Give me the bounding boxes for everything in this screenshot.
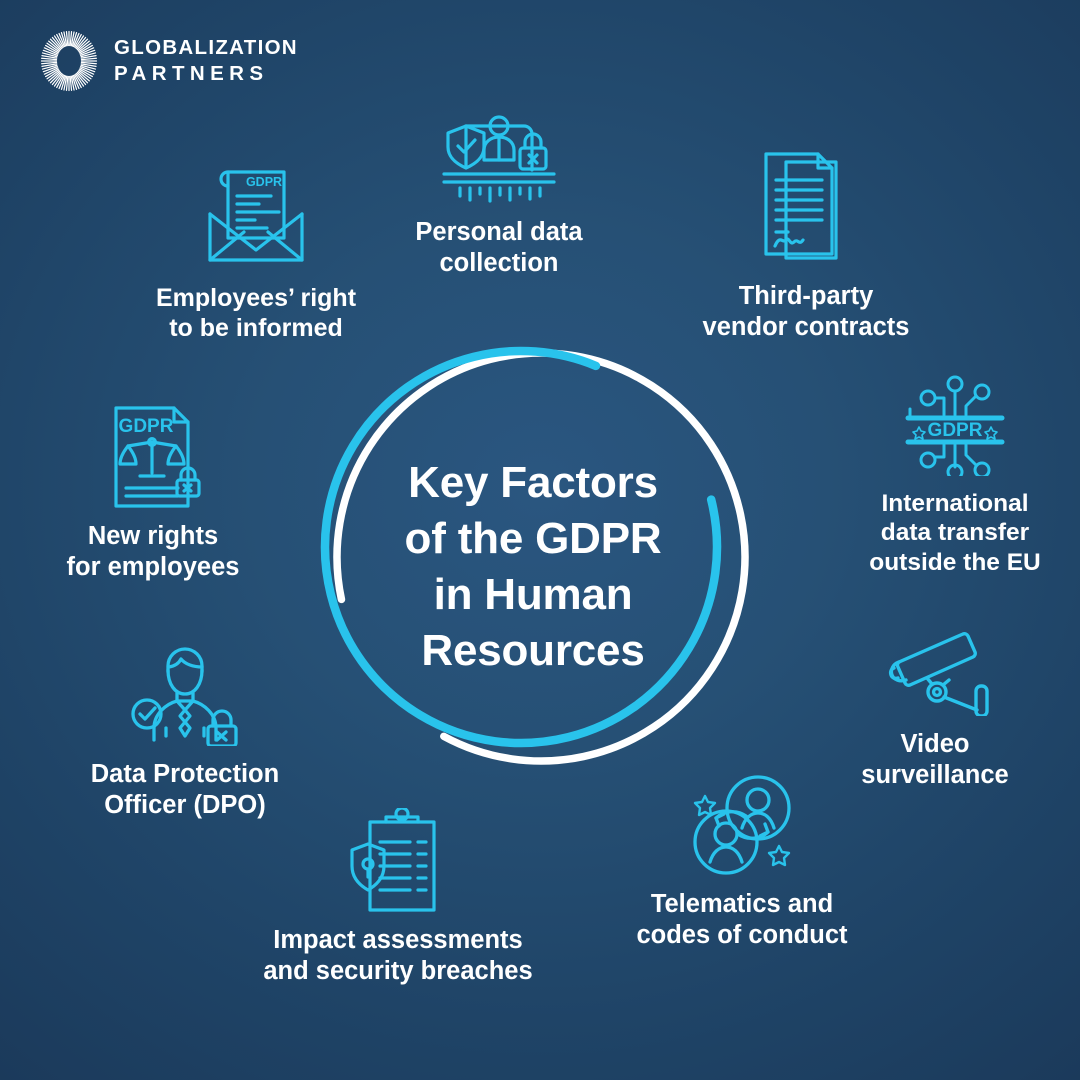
center-ring-arcs [320,346,749,765]
label-line-2: collection [439,248,559,277]
svg-text:GDPR: GDPR [928,420,983,441]
label-line-2: for employees [66,552,240,581]
label-line-2: codes of conduct [636,920,848,949]
officer-person-check-lock-icon [130,636,240,751]
node-label: Personal data collection [415,217,582,278]
brand-logo: GLOBALIZATION PARTNERS [38,30,298,92]
node-label: International data transfer outside the … [869,489,1041,577]
label-line-1: Video [900,730,970,758]
label-line-2: to be informed [169,314,343,342]
brand-wordmark: GLOBALIZATION PARTNERS [114,36,298,85]
title-line-3: in Human [433,569,633,619]
clipboard-checklist-shield-lock-icon [350,806,446,917]
envelope-gdpr-document-icon: GDPR [204,158,308,275]
label-line-1: Data Protection [90,760,280,788]
label-line-1: Personal data [415,218,583,246]
node-label: Impact assessments and security breaches [263,925,532,986]
node-data-protection-officer[interactable]: Data Protection Officer (DPO) [38,636,332,820]
brand-line-2: PARTNERS [114,61,269,85]
node-new-rights-for-employees[interactable]: GDPR New rights for employees [28,402,278,582]
node-international-data-transfer[interactable]: GDPR International data transfer outside… [836,372,1074,577]
page-title: Key Factors of the GDPR in Human Resourc… [313,455,753,679]
label-line-1: International [881,490,1029,517]
node-video-surveillance[interactable]: Video surveillance [842,628,1028,790]
label-line-1: Employees’ right [155,284,357,312]
node-personal-data-collection[interactable]: Personal data collection [368,104,630,278]
shield-person-lock-data-icon [440,104,558,209]
svg-text:GDPR: GDPR [119,416,174,437]
two-people-exchange-stars-icon [686,772,798,881]
node-impact-assessments-security-breaches[interactable]: Impact assessments and security breaches [230,806,566,986]
gdpr-document-scales-lock-icon: GDPR [102,402,204,513]
label-line-2: Officer (DPO) [104,790,266,819]
label-line-2: surveillance [861,760,1009,789]
label-line-2: data transfer [880,519,1030,547]
gdpr-circuit-network-icon: GDPR [902,372,1008,481]
label-line-1: New rights [87,522,219,550]
label-line-3: outside the EU [869,548,1041,576]
node-label: Telematics and codes of conduct [636,889,847,950]
node-employees-right-to-be-informed[interactable]: GDPR Employees’ right to be informed [116,158,396,343]
title-line-2: of the GDPR [404,513,662,563]
label-line-2: vendor contracts [702,312,910,341]
brand-line-1: GLOBALIZATION [114,36,298,59]
node-third-party-vendor-contracts[interactable]: Third-party vendor contracts [670,150,942,342]
security-camera-icon [877,628,993,721]
svg-text:GDPR: GDPR [246,175,282,189]
stacked-signed-contracts-icon [756,150,856,273]
label-line-1: Telematics and [650,890,834,918]
node-label: Employees’ right to be informed [156,283,356,343]
node-label: Third-party vendor contracts [703,281,910,342]
title-line-4: Resources [421,625,645,675]
node-label: Data Protection Officer (DPO) [91,759,279,820]
node-label: New rights for employees [67,521,240,582]
node-label: Video surveillance [861,729,1008,790]
radial-burst-circle-logo-icon [38,30,100,92]
label-line-1: Third-party [738,282,874,310]
label-line-2: and security breaches [263,956,533,985]
title-line-1: Key Factors [408,458,658,507]
node-telematics-codes-of-conduct[interactable]: Telematics and codes of conduct [598,772,886,950]
center-hub: Key Factors of the GDPR in Human Resourc… [313,333,753,773]
label-line-1: Impact assessments [273,926,523,954]
